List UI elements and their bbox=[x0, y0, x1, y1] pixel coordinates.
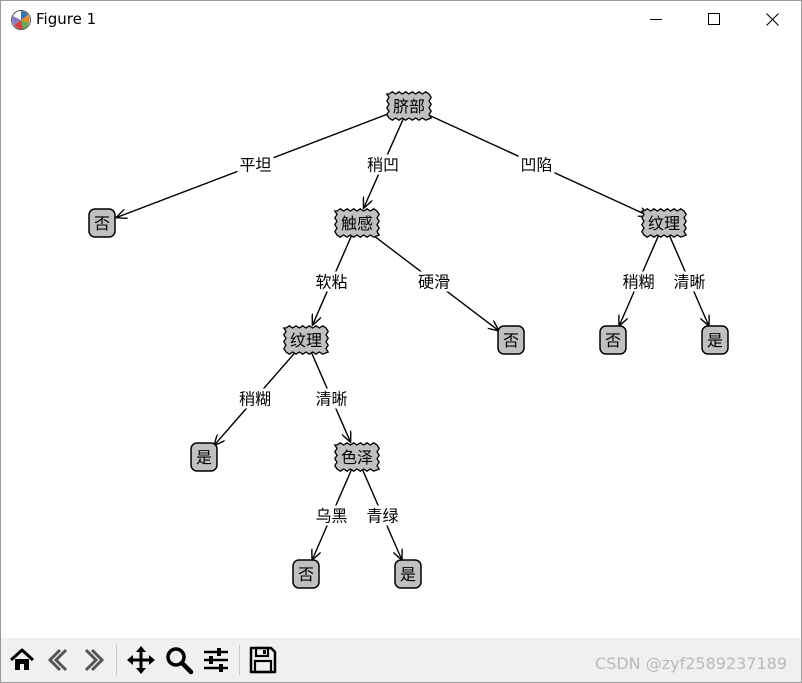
node-label: 触感 bbox=[341, 214, 373, 233]
floppy-disk-icon bbox=[249, 646, 277, 674]
home-button[interactable] bbox=[5, 643, 39, 677]
window-title: Figure 1 bbox=[36, 10, 97, 28]
leaf-node: 否 bbox=[497, 325, 525, 355]
decision-node-box bbox=[640, 208, 688, 238]
leaf-node-box bbox=[394, 559, 422, 589]
edge-label-background bbox=[671, 271, 708, 292]
matplotlib-logo-icon bbox=[11, 10, 31, 30]
node-label: 纹理 bbox=[290, 331, 322, 350]
zoom-button[interactable] bbox=[162, 643, 196, 677]
node-label: 否 bbox=[605, 331, 621, 350]
decision-node: 纹理 bbox=[282, 325, 330, 355]
minimize-button[interactable] bbox=[627, 1, 685, 37]
node-label: 纹理 bbox=[648, 214, 680, 233]
pan-button[interactable] bbox=[124, 643, 158, 677]
leaf-node-box bbox=[190, 442, 218, 472]
back-button[interactable] bbox=[41, 643, 75, 677]
close-icon bbox=[765, 12, 779, 26]
edge-label: 清晰 bbox=[673, 273, 705, 292]
home-icon bbox=[9, 648, 35, 670]
edge-label-background bbox=[364, 505, 401, 526]
minimize-icon bbox=[650, 19, 662, 20]
decision-node: 触感 bbox=[333, 208, 381, 238]
node-label: 否 bbox=[94, 214, 110, 233]
edge-label: 清晰 bbox=[315, 390, 347, 409]
edge-label: 稍糊 bbox=[622, 273, 654, 292]
move-icon bbox=[127, 646, 155, 674]
node-label: 否 bbox=[503, 331, 519, 350]
maximize-icon bbox=[708, 13, 720, 25]
leaf-node: 否 bbox=[599, 325, 627, 355]
edge-label: 乌黑 bbox=[315, 507, 347, 526]
decision-tree-diagram: 平坦稍凹凹陷软粘硬滑稍糊清晰稍糊清晰乌黑青绿 脐部否触感纹理纹理否否是是色泽否是 bbox=[88, 91, 729, 589]
edge-label: 凹陷 bbox=[520, 156, 552, 175]
maximize-button[interactable] bbox=[685, 1, 743, 37]
node-label: 色泽 bbox=[341, 448, 373, 467]
edge-label: 稍糊 bbox=[239, 390, 271, 409]
leaf-node-box bbox=[292, 559, 320, 589]
decision-node-box bbox=[333, 442, 381, 472]
edge-label: 稍凹 bbox=[367, 156, 399, 175]
decision-node: 纹理 bbox=[640, 208, 688, 238]
back-arrow-icon bbox=[47, 648, 68, 672]
edge-label-background bbox=[313, 505, 350, 526]
leaf-node: 是 bbox=[394, 559, 422, 589]
magnifier-icon bbox=[166, 647, 194, 675]
leaf-node: 否 bbox=[292, 559, 320, 589]
toolbar-separator bbox=[239, 645, 240, 675]
node-label: 是 bbox=[400, 565, 416, 584]
sliders-icon bbox=[204, 648, 228, 672]
edge-label: 软粘 bbox=[315, 273, 347, 292]
edge-label-background bbox=[365, 154, 401, 175]
leaf-node-box bbox=[88, 208, 116, 238]
node-label: 是 bbox=[707, 331, 723, 350]
decision-node-box bbox=[282, 325, 330, 355]
forward-arrow-icon bbox=[84, 648, 105, 672]
edge-label-background bbox=[313, 388, 350, 409]
configure-subplots-button[interactable] bbox=[199, 643, 233, 677]
decision-node-box bbox=[385, 91, 433, 121]
title-bar[interactable]: Figure 1 bbox=[1, 1, 801, 37]
leaf-node-box bbox=[599, 325, 627, 355]
node-label: 否 bbox=[298, 565, 314, 584]
edge-label-background bbox=[313, 271, 350, 292]
edge-label: 青绿 bbox=[366, 507, 398, 526]
figure-canvas[interactable]: 平坦稍凹凹陷软粘硬滑稍糊清晰稍糊清晰乌黑青绿 脐部否触感纹理纹理否否是是色泽否是 bbox=[1, 37, 801, 637]
watermark: CSDN @zyf2589237189 bbox=[595, 654, 787, 673]
leaf-node: 是 bbox=[701, 325, 729, 355]
edge-label-background bbox=[518, 154, 555, 175]
navigation-toolbar bbox=[1, 638, 801, 682]
decision-node: 色泽 bbox=[333, 442, 381, 472]
edge-label-background bbox=[416, 271, 452, 292]
decision-node: 脐部 bbox=[385, 91, 433, 121]
edge-label-background bbox=[237, 388, 273, 409]
leaf-node: 是 bbox=[190, 442, 218, 472]
edge-label: 硬滑 bbox=[418, 273, 450, 292]
leaf-node: 否 bbox=[88, 208, 116, 238]
edge-label-background bbox=[620, 271, 657, 292]
leaf-node-box bbox=[701, 325, 729, 355]
leaf-node-box bbox=[497, 325, 525, 355]
edge-label: 平坦 bbox=[239, 156, 271, 175]
decision-node-box bbox=[333, 208, 381, 238]
node-label: 脐部 bbox=[393, 97, 425, 116]
toolbar-separator bbox=[116, 645, 117, 675]
save-button[interactable] bbox=[246, 643, 280, 677]
node-label: 是 bbox=[196, 448, 212, 467]
forward-button[interactable] bbox=[77, 643, 111, 677]
close-button[interactable] bbox=[743, 1, 801, 37]
edge-label-background bbox=[237, 154, 274, 175]
